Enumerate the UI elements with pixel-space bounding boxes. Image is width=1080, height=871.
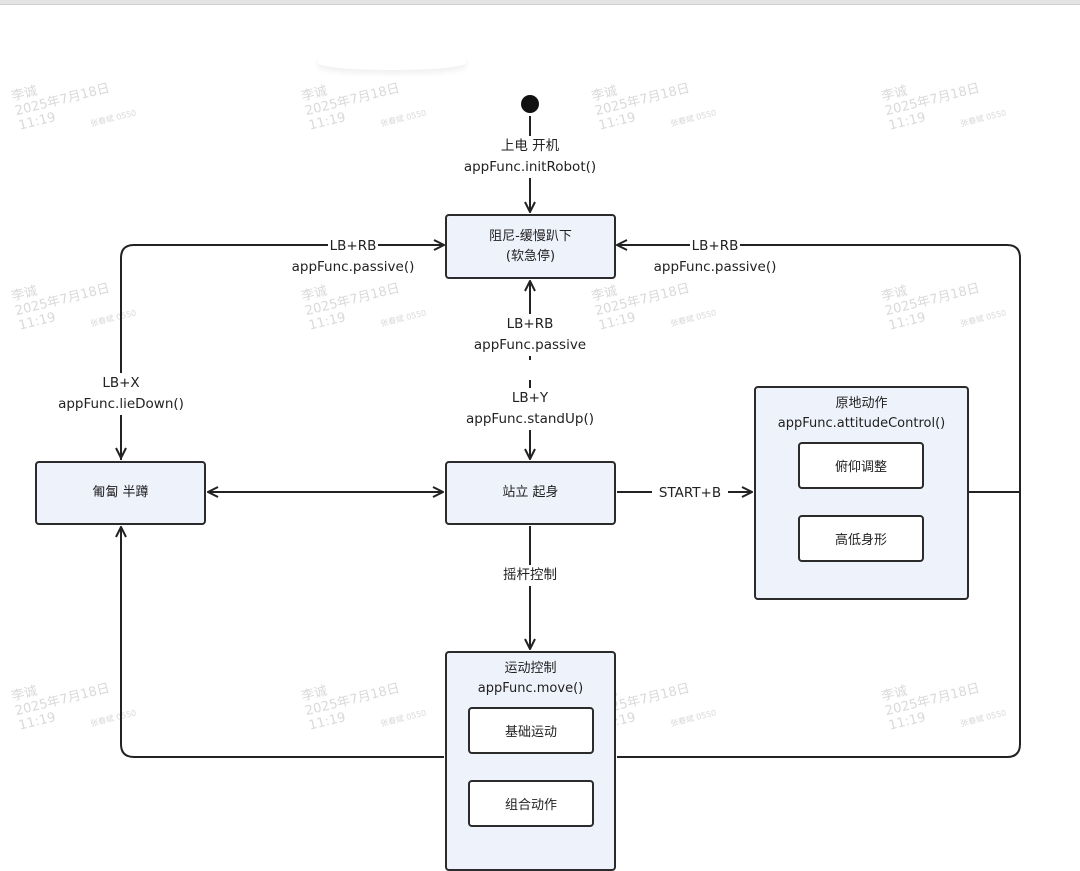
state-damping: 阻尼-缓慢趴下 (软急停) [445,214,616,279]
label-joystick: 摇杆控制 [494,565,566,586]
label-center-passive: LB+RB appFunc.passive [465,314,595,356]
inplace-func: appFunc.attitudeControl() [777,416,946,431]
motion-item-combo: 组合动作 [468,780,594,827]
edge-crouch-to-damping [120,245,444,460]
center-passive-func: appFunc.passive [473,337,587,353]
standup-keys: LB+Y [511,390,549,406]
left-passive-func: appFunc.passive() [291,259,415,275]
right-passive-func: appFunc.passive() [653,259,777,275]
motion-item-basic: 基础运动 [468,707,594,754]
standup-func: appFunc.standUp() [466,411,594,427]
liedown-keys: LB+X [102,375,140,391]
power-on-keys: 上电 开机 [500,138,560,154]
label-start-b: START+B [652,483,728,504]
state-inplace: 原地动作 appFunc.attitudeControl() [754,386,969,600]
label-left-passive: LB+RB appFunc.passive() [283,236,423,278]
inplace-item-height: 高低身形 [798,515,924,562]
motion-func: appFunc.move() [477,681,584,696]
start-b-keys: START+B [658,485,722,501]
inplace-item-pitch: 俯仰调整 [798,442,924,489]
state-motion: 运动控制 appFunc.move() [445,651,616,871]
damping-subtitle: (软急停) [505,248,556,264]
center-passive-keys: LB+RB [506,316,554,332]
label-power-on: 上电 开机 appFunc.initRobot() [455,136,605,178]
power-on-func: appFunc.initRobot() [463,159,597,175]
sheet-handle [318,56,466,70]
state-crouch: 匍匐 半蹲 [35,461,206,525]
right-passive-keys: LB+RB [689,236,741,257]
damping-title: 阻尼-缓慢趴下 [489,228,572,244]
edge-motion-to-right [617,492,1021,758]
edge-motion-to-crouch [121,527,444,758]
label-liedown: LB+X appFunc.lieDown() [50,373,192,415]
stand-label: 站立 起身 [502,485,559,500]
edge-right-to-damping [617,245,1021,492]
state-stand: 站立 起身 [445,461,616,525]
left-passive-keys: LB+RB [327,236,379,257]
inplace-title: 原地动作 [835,396,888,411]
label-right-passive: LB+RB appFunc.passive() [645,236,785,278]
top-bar [0,0,1080,5]
label-standup: LB+Y appFunc.standUp() [455,388,605,430]
joystick-keys: 摇杆控制 [503,567,557,583]
motion-title: 运动控制 [504,661,557,676]
crouch-label: 匍匐 半蹲 [92,485,149,500]
initial-state-dot [521,95,539,113]
liedown-func: appFunc.lieDown() [58,396,184,412]
